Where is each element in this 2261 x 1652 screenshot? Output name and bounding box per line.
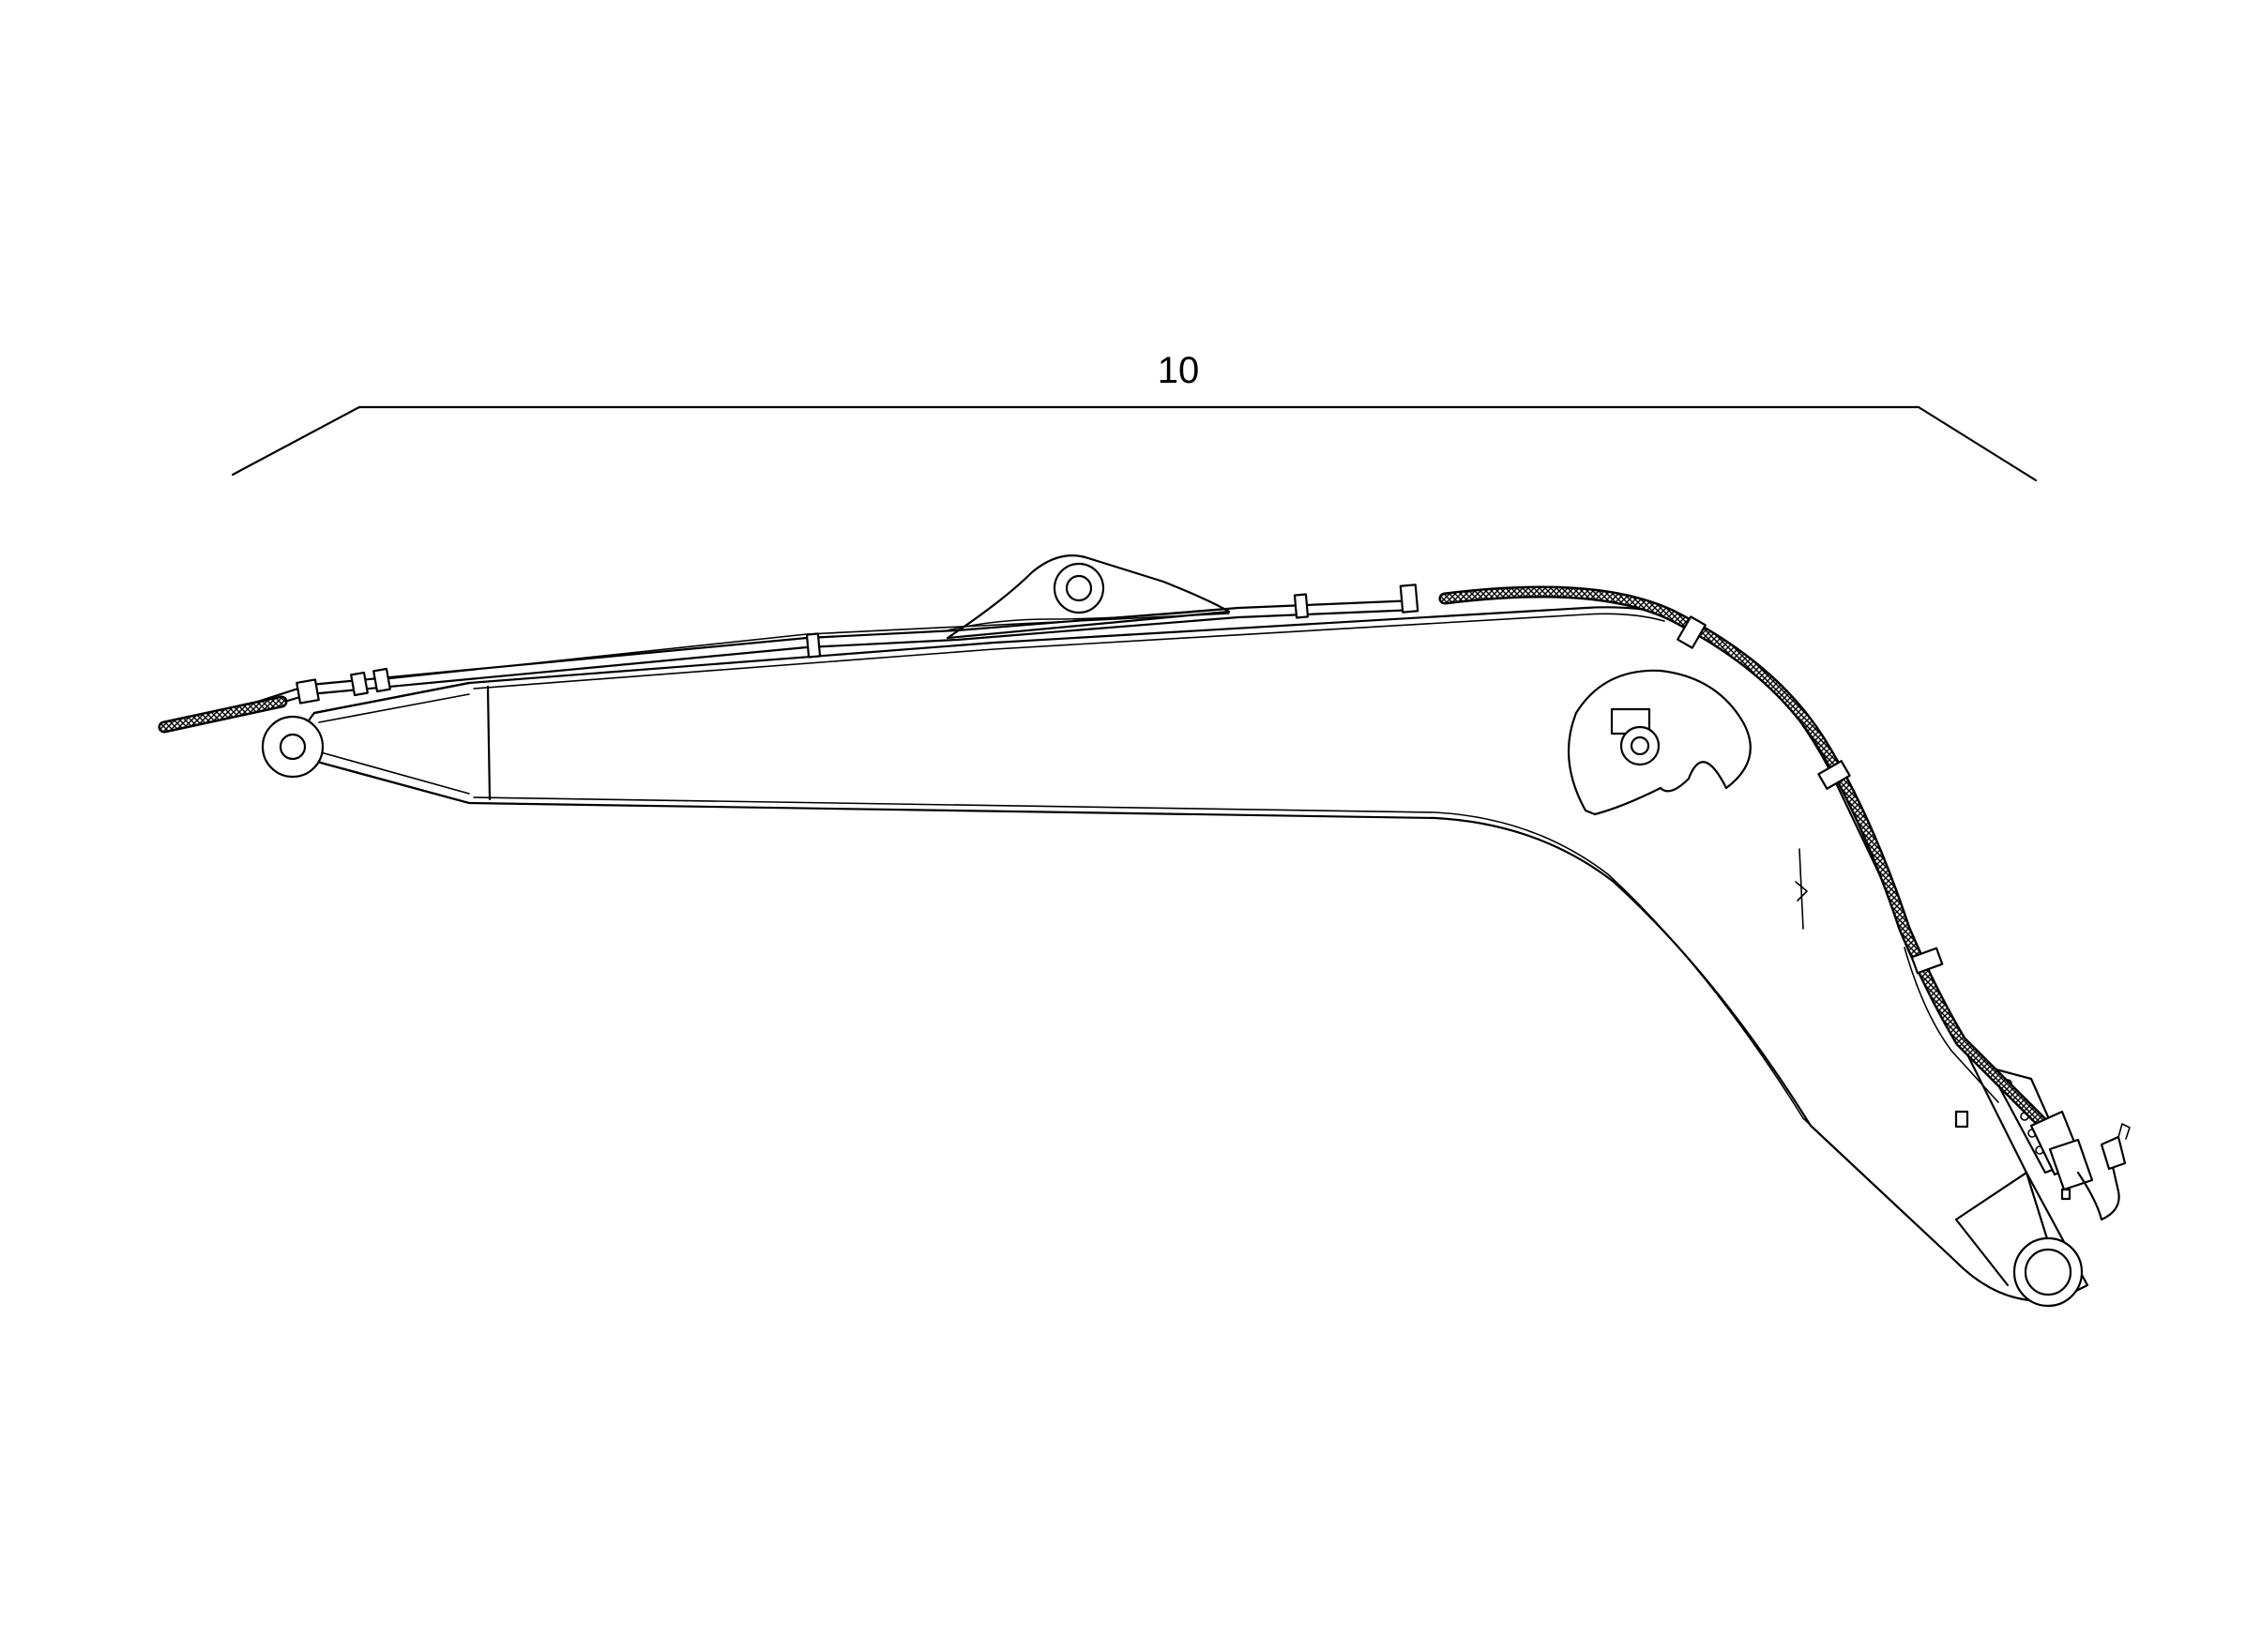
lube-fitting bbox=[1954, 1110, 1969, 1129]
clamp bbox=[1293, 593, 1310, 619]
left-hose bbox=[158, 695, 288, 734]
clamp bbox=[372, 667, 391, 693]
boom-foot-pin bbox=[261, 715, 325, 779]
arm-cylinder-bracket bbox=[1567, 669, 1752, 816]
clamp bbox=[1817, 760, 1851, 790]
boom-outline bbox=[302, 606, 2089, 1302]
clamp bbox=[805, 632, 822, 659]
boom-tip-plate bbox=[1954, 1171, 2052, 1287]
boom-body bbox=[261, 554, 2089, 1308]
boom-tip-pin bbox=[2012, 1236, 2084, 1308]
clamp bbox=[1910, 947, 1944, 975]
clamp bbox=[1677, 615, 1707, 649]
clamp bbox=[296, 678, 320, 705]
callout-bracket: 10 bbox=[231, 350, 2038, 482]
hose-end-fittings bbox=[2029, 1110, 2131, 1221]
hose-clamps bbox=[296, 584, 1944, 975]
clamp bbox=[350, 671, 369, 697]
cylinder-bracket-pin bbox=[1053, 562, 1105, 614]
clamp bbox=[1399, 584, 1419, 614]
callout-label: 10 bbox=[1158, 350, 1200, 391]
reinforcement-mark bbox=[1795, 848, 1808, 930]
boom-foot-plate bbox=[312, 681, 492, 805]
